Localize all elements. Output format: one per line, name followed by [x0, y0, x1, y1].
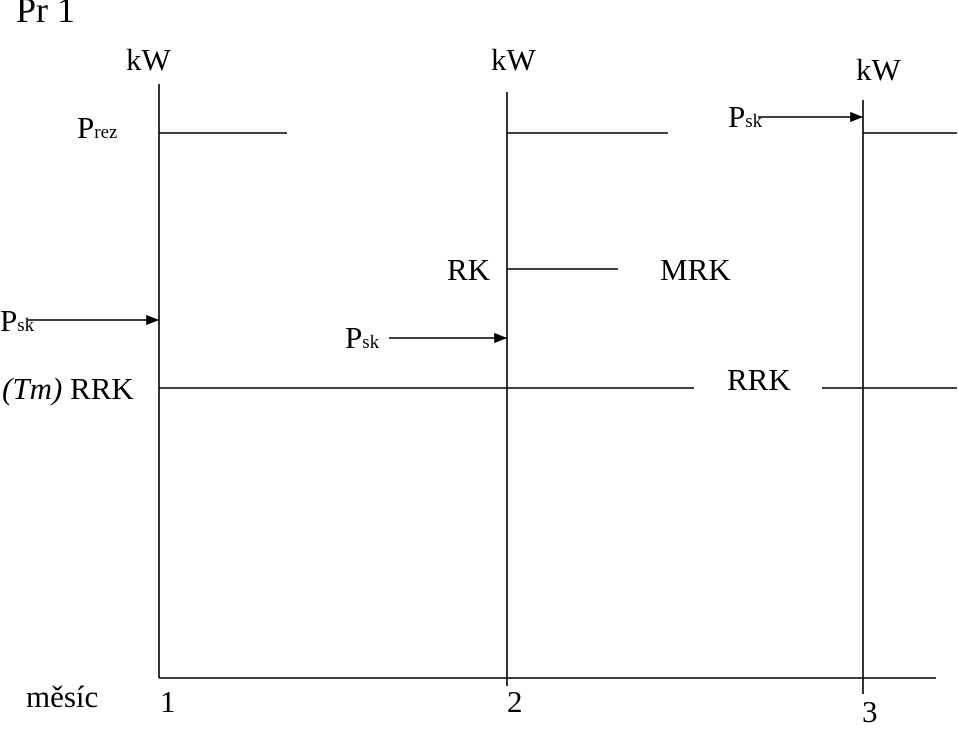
rrk-label-3: RRK [727, 362, 791, 397]
axis-2-unit-label: kW [491, 42, 536, 77]
prez-label: Prez [77, 112, 117, 143]
rrk-label-1-text: RRK [70, 371, 134, 406]
psk-label-1: Psk [0, 305, 34, 336]
prez-label-main: P [77, 110, 95, 145]
tick-1: 1 [160, 684, 176, 719]
psk-label-2-sub: sk [362, 332, 380, 353]
tick-3: 3 [862, 694, 878, 729]
psk-label-3-sub: sk [745, 111, 763, 132]
tm-label: (Tm) [2, 371, 63, 406]
tick-2: 2 [507, 684, 523, 719]
axis-3-unit-label: kW [856, 52, 901, 87]
psk-label-2: Psk [345, 322, 379, 353]
psk-label-3: Psk [728, 101, 762, 132]
psk-label-1-main: P [0, 303, 18, 338]
prez-label-sub: rez [94, 122, 118, 143]
diagram-title: Pr 1 [16, 0, 76, 30]
axis-1-unit-label: kW [126, 42, 171, 77]
mrk-label: MRK [660, 252, 731, 287]
psk-label-1-sub: sk [17, 315, 35, 336]
rk-label: RK [447, 252, 491, 287]
rrk-label-1: (Tm) RRK [2, 373, 134, 404]
psk-label-3-main: P [728, 99, 746, 134]
psk-label-2-main: P [345, 320, 363, 355]
x-axis-label: měsíc [26, 679, 99, 714]
